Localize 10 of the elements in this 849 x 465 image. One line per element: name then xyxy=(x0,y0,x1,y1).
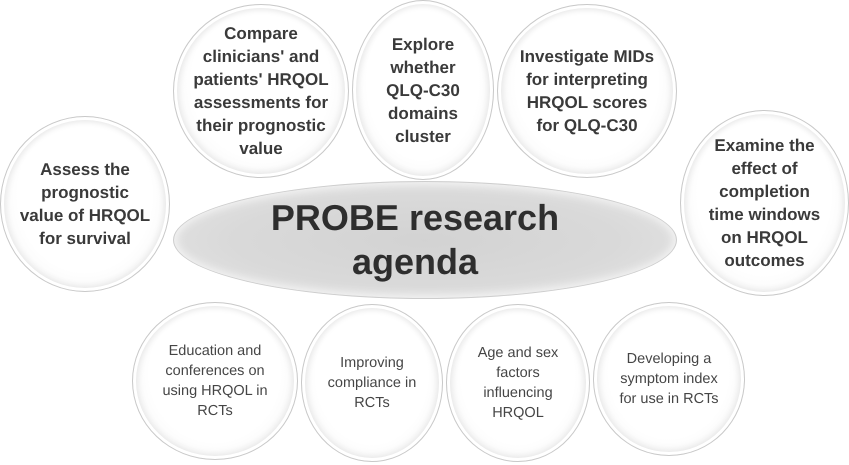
topic-text: Education and conferences on using HRQOL in RCTs xyxy=(161,342,269,421)
topic-text: Assess the prognostic value of HRQOL for survival xyxy=(18,159,152,250)
topic-text: Examine the effect of completion time windows on HRQOL outcomes xyxy=(708,135,822,272)
topic-text: Investigate MIDs for interpreting HRQOL scores for QLQ-C30 xyxy=(518,46,656,137)
agenda-title: PROBE research agenda xyxy=(270,196,560,284)
topic-text: Improving compliance in RCTs xyxy=(326,354,418,413)
topic-text: Age and sex factors influencing HRQOL xyxy=(476,344,560,423)
topic-text: Compare clinicians' and patients' HRQOL assessments for their prognostic value xyxy=(192,23,330,160)
topic-text: Developing a symptom index for use in RCTs xyxy=(618,350,720,409)
topic-text: Explore whether QLQ-C30 domains cluster xyxy=(385,34,461,148)
